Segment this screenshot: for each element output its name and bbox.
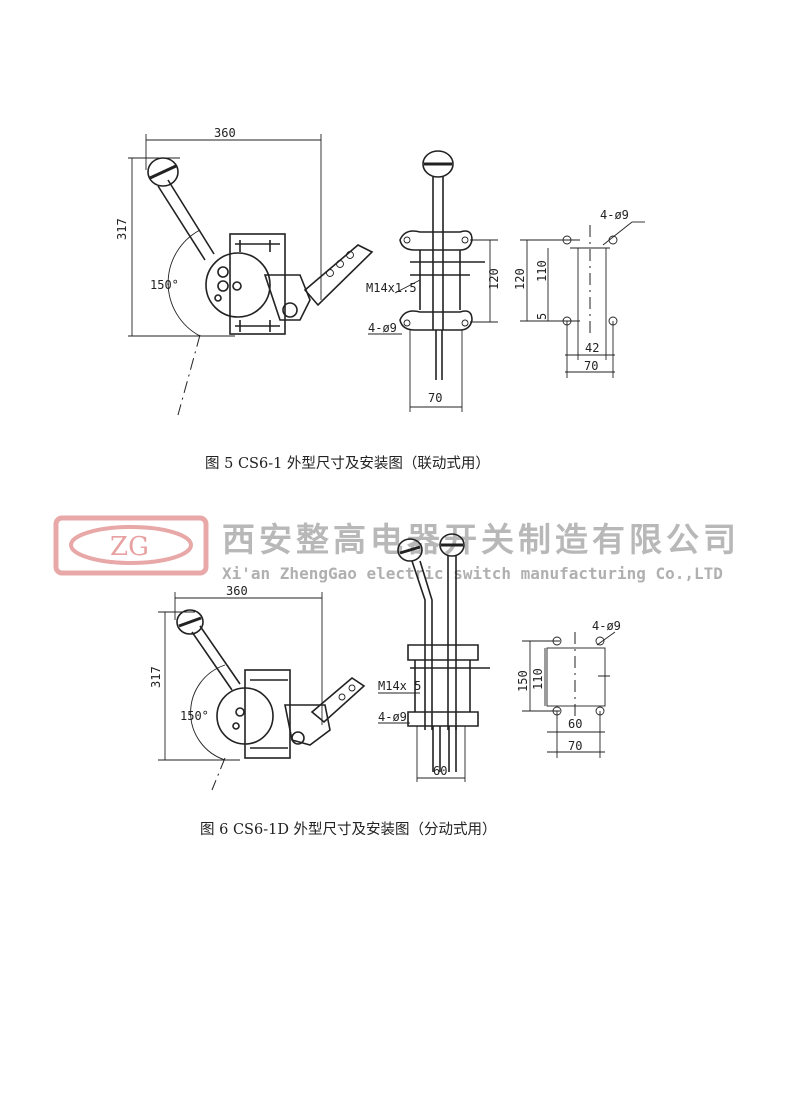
mount-inner-width: 42 <box>585 341 599 355</box>
dim-angle: 150° <box>180 709 209 723</box>
mount-outer-width: 70 <box>584 359 598 373</box>
front-thread-label: M14x1.5 <box>366 281 417 295</box>
dim-width: 360 <box>226 584 248 598</box>
dim-height: 317 <box>115 218 129 240</box>
front-holes-label: 4-ø9 <box>368 321 397 335</box>
front-holes-label: 4-ø9 <box>378 710 407 724</box>
figure5-mounting-pattern: 4-ø9 120 110 5 42 70 <box>513 208 645 378</box>
watermark: ZG 西安整高电器开关制造有限公司 Xi'an ZhengGao electri… <box>53 515 740 583</box>
mount-offset: 5 <box>535 313 549 320</box>
zg-logo: ZG <box>53 515 209 576</box>
front-height-dim: 120 <box>487 268 501 290</box>
logo-text: ZG <box>110 532 149 562</box>
dim-angle: 150° <box>150 278 179 292</box>
figure6-side-view: 360 317 150° <box>149 584 366 791</box>
figure5-side-view: 360 317 150° <box>115 126 374 416</box>
mount-inner-width: 60 <box>568 717 582 731</box>
front-thread-label: M14x 5 <box>378 679 421 693</box>
front-width-dim: 60 <box>433 764 447 778</box>
figure6-front-view: M14x 5 4-ø9 60 <box>378 533 490 782</box>
figure5-front-view: 120 M14x1.5 4-ø9 70 <box>366 150 501 412</box>
mount-holes-label: 4-ø9 <box>592 619 621 633</box>
front-width-dim: 70 <box>428 391 442 405</box>
figure6-mounting-pattern: 4-ø9 150 110 60 70 <box>516 619 621 758</box>
company-name-cn: 西安整高电器开关制造有限公司 <box>222 520 740 559</box>
mount-outer-height: 120 <box>513 268 527 290</box>
company-name-en: Xi'an ZhengGao electric switch manufactu… <box>222 564 723 583</box>
dim-width: 360 <box>214 126 236 140</box>
lever-handle <box>147 157 215 261</box>
mount-holes-label: 4-ø9 <box>600 208 629 222</box>
mount-outer-width: 70 <box>568 739 582 753</box>
mount-inner-height: 110 <box>535 260 549 282</box>
dim-height: 317 <box>149 666 163 688</box>
mount-outer-height: 150 <box>516 670 530 692</box>
figure5-caption: 图 5 CS6-1 外型尺寸及安装图（联动式用） <box>205 455 490 472</box>
figure6-caption: 图 6 CS6-1D 外型尺寸及安装图（分动式用） <box>200 821 497 838</box>
mount-inner-height: 110 <box>531 668 545 690</box>
